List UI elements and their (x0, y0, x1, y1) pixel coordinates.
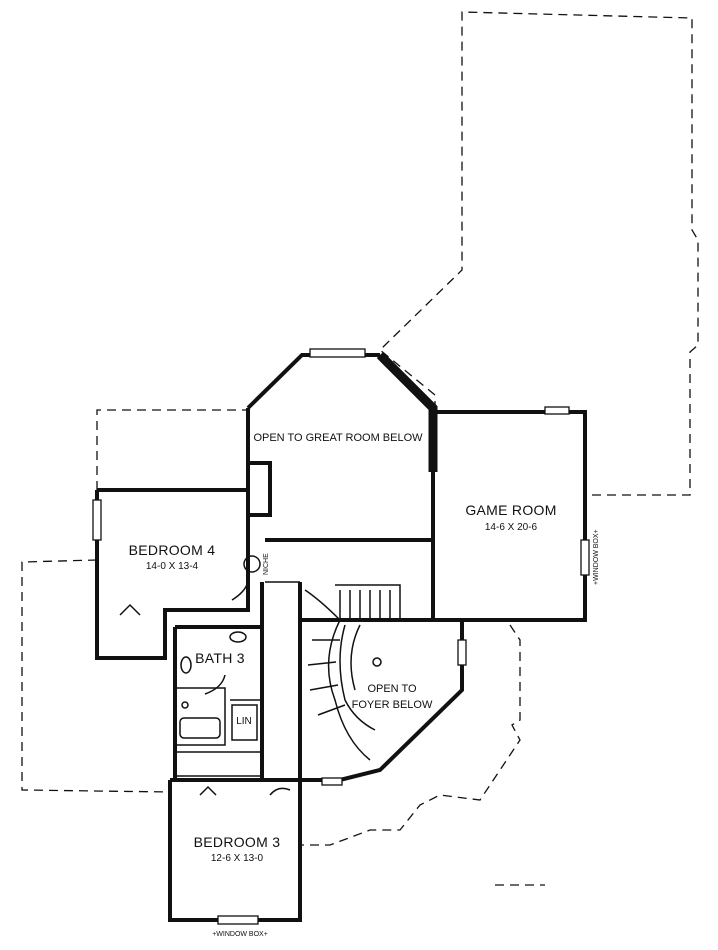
foyer-open-label-line2: FOYER BELOW (352, 699, 433, 711)
game-room-dimensions: 14-6 X 20-6 (485, 522, 538, 533)
window-box-bottom-label: +WINDOW BOX+ (212, 931, 268, 938)
lower-floor-dashed-outline (21, 11, 699, 886)
fixtures (119, 555, 291, 796)
staircase (304, 584, 401, 761)
bedroom4-dimensions: 14-0 X 13-4 (146, 561, 199, 572)
foyer-open-label-line1: OPEN TO (367, 683, 417, 695)
bedroom4-title: BEDROOM 4 (129, 542, 216, 558)
niche-label: NICHE (263, 553, 270, 575)
bedroom3-title: BEDROOM 3 (194, 834, 281, 850)
linen-label: LIN (236, 716, 252, 727)
great-room-label: OPEN TO GREAT ROOM BELOW (253, 432, 423, 444)
window-box-right-label: +WINDOW BOX+ (593, 529, 600, 585)
game-room-title: GAME ROOM (465, 502, 556, 518)
bath3-label: BATH 3 (195, 650, 245, 666)
windows (92, 348, 590, 925)
bedroom3-dimensions: 12-6 X 13-0 (211, 853, 264, 864)
